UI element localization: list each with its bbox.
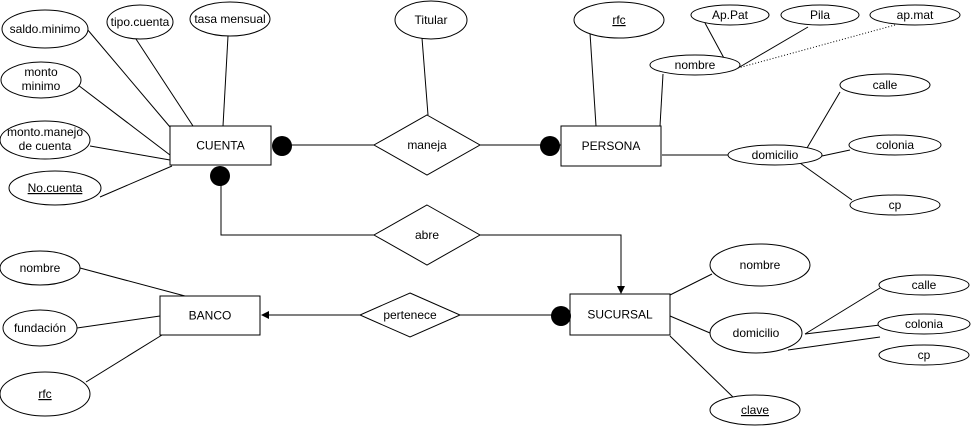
line-nombre-apmat [737,24,896,69]
entity-persona-label: PERSONA [582,139,641,153]
attribute-saldo-minimo[interactable]: saldo.minimo [1,9,89,49]
line-sucursal-domicilio [669,315,711,334]
line-persona-nombre [659,73,664,127]
attribute-sucursal-colonia-label: colonia [905,317,943,331]
participation-dot-cuenta-abre [210,166,230,186]
line-banco-fundacion [76,315,161,329]
entity-sucursal-label: SUCURSAL [587,308,653,322]
attribute-ap-pat-label: Ap.Pat [712,8,749,22]
attribute-persona-rfc-label: rfc [612,13,625,27]
attribute-persona-domicilio[interactable]: domicilio [727,144,823,166]
attribute-ap-pat[interactable]: Ap.Pat [690,4,770,26]
attribute-tasa-mensual[interactable]: tasa mensual [189,1,271,37]
attribute-persona-nombre-label: nombre [675,58,716,72]
attribute-persona-colonia[interactable]: colonia [848,134,942,156]
entity-banco-label: BANCO [189,309,232,323]
line-sdomicilio-colonia [804,324,881,335]
relationship-maneja[interactable]: maneja [372,114,482,176]
arrowhead-banco [261,311,269,319]
attribute-persona-calle-label: calle [873,78,898,92]
attribute-no-cuenta[interactable]: No.cuenta [8,170,102,206]
line-monto-manejo [89,145,171,161]
attribute-tipo-cuenta[interactable]: tipo.cuenta [106,4,174,40]
attribute-titular-label: Titular [415,13,448,27]
attribute-pila-label: Pila [810,8,830,22]
entity-cuenta[interactable]: CUENTA [169,125,272,166]
attribute-sucursal-calle[interactable]: calle [878,274,970,296]
attribute-sucursal-colonia[interactable]: colonia [877,313,971,335]
relationship-pertenece-label: pertenece [383,308,437,322]
attribute-sucursal-clave[interactable]: clave [709,394,801,426]
attribute-sucursal-calle-label: calle [912,278,937,292]
attribute-ap-mat-label: ap.mat [897,8,934,22]
attribute-titular[interactable]: Titular [394,0,468,40]
line-sucursal-nombre [669,273,713,296]
line-abre-sucursal [480,234,622,287]
line-sdomicilio-calle [804,287,881,335]
arrowhead-sucursal [617,286,625,294]
participation-dot-sucursal-pertenece [551,306,571,326]
attribute-sucursal-domicilio[interactable]: domicilio [709,312,803,354]
participation-dot-persona-maneja [540,136,560,156]
line-nombre-appat [704,22,726,61]
line-tipo-cuenta [133,35,194,127]
attribute-persona-nombre[interactable]: nombre [649,54,741,76]
line-sdomicilio-cp [787,336,881,351]
line-saldo-minimo [86,28,171,128]
line-banco-rfc [85,334,163,383]
attribute-saldo-minimo-label: saldo.minimo [10,22,81,36]
attribute-banco-nombre-label: nombre [20,261,61,275]
relationship-pertenece[interactable]: pertenece [358,292,462,338]
attribute-tipo-cuenta-label: tipo.cuenta [111,15,170,29]
entity-banco[interactable]: BANCO [159,295,261,336]
entity-persona[interactable]: PERSONA [560,125,662,167]
attribute-persona-cp[interactable]: cp [849,194,941,216]
relationship-abre-label: abre [415,228,439,242]
attribute-sucursal-clave-label: clave [741,403,769,417]
connectors [73,22,896,400]
attribute-pila[interactable]: Pila [780,4,860,26]
participation-dot-cuenta-maneja [272,136,292,156]
attribute-tasa-mensual-label: tasa mensual [194,12,265,26]
line-domicilio-colonia [821,149,851,157]
line-no-cuenta [99,165,173,198]
entity-sucursal[interactable]: SUCURSAL [569,293,671,336]
attribute-persona-cp-label: cp [889,198,902,212]
attribute-sucursal-nombre-label: nombre [740,258,781,272]
attribute-sucursal-nombre[interactable]: nombre [709,243,811,287]
relationship-maneja-label: maneja [407,138,447,152]
line-cuenta-abre [220,185,374,236]
attribute-sucursal-cp[interactable]: cp [878,344,970,366]
attribute-sucursal-domicilio-label: domicilio [733,326,780,340]
line-domicilio-calle [806,91,841,149]
line-titular-maneja [421,37,429,116]
attribute-persona-rfc[interactable]: rfc [573,1,665,39]
line-persona-rfc [589,32,597,127]
line-sucursal-clave [669,335,736,400]
line-domicilio-cp [799,162,853,201]
attribute-persona-colonia-label: colonia [876,138,914,152]
attribute-persona-domicilio-label: domicilio [752,148,799,162]
line-banco-nombre [79,267,186,297]
attribute-banco-nombre[interactable]: nombre [0,250,81,286]
entity-cuenta-label: CUENTA [196,139,244,153]
attribute-banco-rfc[interactable]: rfc [0,371,91,417]
line-nombre-pila [737,26,809,69]
attribute-persona-calle[interactable]: calle [839,73,931,97]
attribute-banco-rfc-label: rfc [38,387,51,401]
attribute-no-cuenta-label: No.cuenta [28,181,83,195]
relationship-abre[interactable]: abre [372,204,482,266]
attribute-ap-mat[interactable]: ap.mat [869,4,961,26]
line-monto-minimo [73,81,171,156]
attribute-banco-fundacion[interactable]: fundación [2,309,78,347]
line-tasa-mensual [222,35,229,127]
attribute-banco-fundacion-label: fundación [14,321,66,335]
attribute-sucursal-cp-label: cp [918,348,931,362]
